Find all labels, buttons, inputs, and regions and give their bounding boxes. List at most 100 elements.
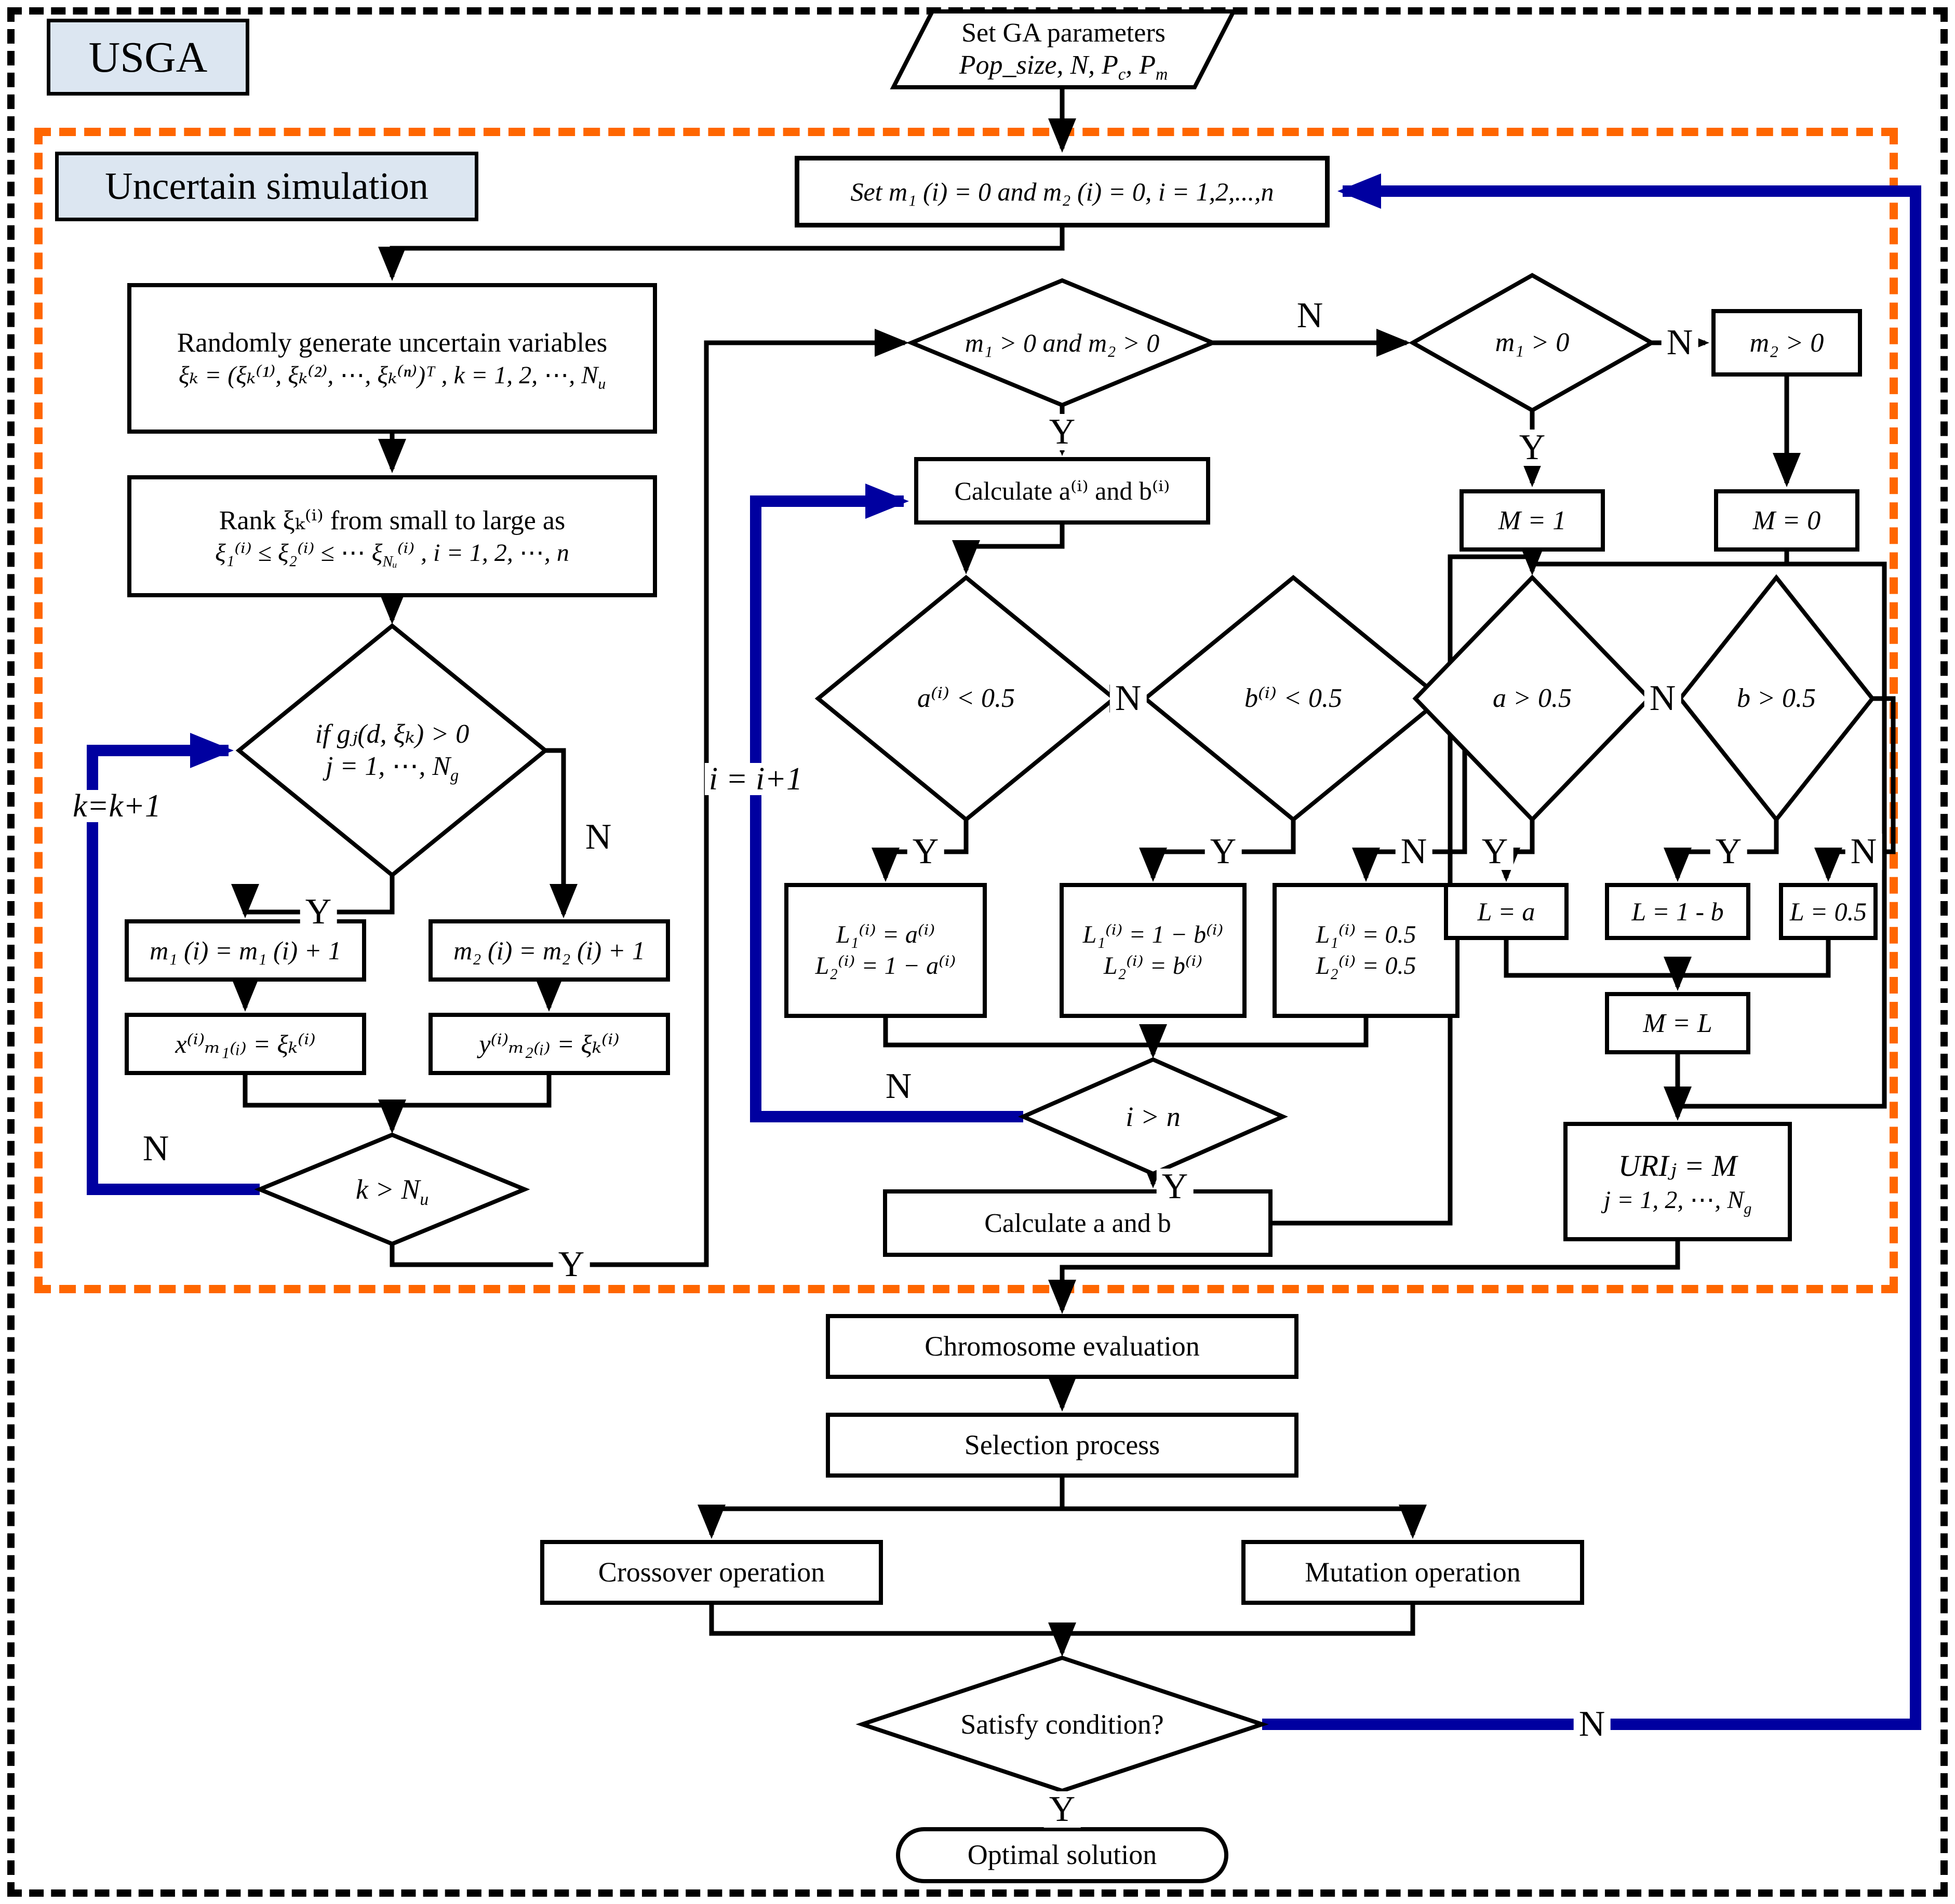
L-eq-1b-node: L = 1 - b <box>1605 883 1750 940</box>
L-eq-a-node: L = a <box>1444 883 1569 940</box>
rank-line2: ξ₁⁽ⁱ⁾ ≤ ξ₂⁽ⁱ⁾ ≤ ⋯ ξNᵤ⁽ⁱ⁾ , i = 1, 2, ⋯, … <box>215 539 569 570</box>
agt-no-tag: N <box>1644 680 1681 717</box>
outer-dashed-frame <box>7 7 1948 1897</box>
knu-yes-tag: Y <box>553 1246 590 1283</box>
alt-diamond-shape <box>814 574 1118 823</box>
m1m2-node: m₁ > 0 and m₂ > 0 <box>965 328 1160 357</box>
L-half-node: L₁⁽ⁱ⁾ = 0.5 L₂⁽ⁱ⁾ = 0.5 <box>1273 883 1459 1018</box>
edge-in-no-loop <box>750 484 1023 1122</box>
edge-setm-to-gen <box>378 227 1065 281</box>
alt-yes-tag: Y <box>907 834 944 870</box>
x-assign-node: x⁽ⁱ⁾ₘ₁₍ᵢ₎ = ξₖ⁽ⁱ⁾ <box>125 1013 366 1075</box>
calc-ab-node: Calculate a and b <box>883 1189 1273 1257</box>
edge-knu-yes <box>390 329 909 1267</box>
m1p-diamond-shape <box>1408 273 1656 413</box>
ifg-line2: j = 1, ⋯, Ng <box>325 752 459 785</box>
y-assign-node: y⁽ⁱ⁾ₘ₂₍ᵢ₎ = ξₖ⁽ⁱ⁾ <box>429 1013 670 1075</box>
uri-node: URIⱼ = M j = 1, 2, ⋯, Ng <box>1563 1122 1792 1241</box>
m1p-no-tag: N <box>1661 325 1698 361</box>
blt-no-tag: N <box>1395 834 1432 870</box>
bgt-no-tag: N <box>1845 834 1882 870</box>
in-yes-tag: Y <box>1156 1169 1194 1205</box>
m1m2-yes-tag: Y <box>1043 414 1081 450</box>
calc-abi-node: Calculate a⁽ⁱ⁾ and b⁽ⁱ⁾ <box>914 457 1210 525</box>
satisfy-diamond-shape <box>855 1655 1269 1793</box>
ifg-node: if gⱼ(d, ξₖ) > 0 j = 1, ⋯, Ng <box>262 686 522 815</box>
edge-URI-to-chromosome <box>1048 1241 1680 1314</box>
blt-diamond-shape <box>1142 574 1445 823</box>
uri-line1: URIⱼ = M <box>1618 1148 1737 1183</box>
blt-yes-tag: Y <box>1204 834 1242 870</box>
start-line1: Set GA parameters <box>961 18 1166 48</box>
usga-label-text: USGA <box>88 33 208 82</box>
m2p-node: m₂ > 0 <box>1711 309 1862 377</box>
satisfy-node: Satisfy condition? <box>960 1708 1164 1740</box>
ifg-no-tag: N <box>580 819 617 855</box>
bgt-diamond-shape <box>1677 574 1876 823</box>
start-line2: Pop_size, N, Pc, Pm <box>959 50 1168 84</box>
knu-text: k > Nu <box>355 1173 429 1209</box>
k-loop-label: k=k+1 <box>69 790 165 822</box>
mutation-node: Mutation operation <box>1241 1540 1584 1605</box>
agt-yes-tag: Y <box>1476 834 1514 870</box>
knu-diamond-shape <box>254 1132 530 1246</box>
i-loop-label: i = i+1 <box>704 763 807 795</box>
edge-bottom-merge <box>709 1605 1415 1636</box>
agt-node: a > 0.5 <box>1492 683 1572 713</box>
M-eq-L-node: M = L <box>1605 992 1750 1054</box>
m1p-yes-tag: Y <box>1514 430 1551 466</box>
knu-node: k > Nu <box>288 1148 496 1231</box>
generate-node: Randomly generate uncertain variables ξₖ… <box>127 283 657 434</box>
edge-cabi-to-alt <box>952 525 1065 574</box>
L-eq-half-node: L = 0.5 <box>1779 883 1878 940</box>
blt-node: b⁽ⁱ⁾ < 0.5 <box>1244 683 1343 713</box>
edge-M-merge <box>1530 552 1887 1109</box>
bgt-node: b > 0.5 <box>1736 683 1816 713</box>
usga-label: USGA <box>47 19 249 96</box>
satisfy-no-tag: N <box>1573 1706 1611 1742</box>
start-node: Set GA parameters Pop_size, N, Pc, Pm <box>893 12 1234 86</box>
edge-L-merge <box>883 1018 1369 1048</box>
setm-text: Set m₁ (i) = 0 and m₂ (i) = 0, i = 1,2,.… <box>850 177 1274 206</box>
edge-xy-merge <box>243 1075 552 1108</box>
ifg-line1: if gⱼ(d, ξₖ) > 0 <box>315 719 470 749</box>
ifg-diamond-shape <box>235 623 549 878</box>
setm-node: Set m₁ (i) = 0 and m₂ (i) = 0, i = 1,2,.… <box>795 156 1330 227</box>
bgt-yes-tag: Y <box>1710 834 1747 870</box>
m1m2-no-tag: N <box>1291 298 1329 334</box>
m1m2-diamond-shape <box>906 278 1218 408</box>
edge-knu-no-loop <box>87 733 260 1195</box>
uncertain-simulation-text: Uncertain simulation <box>105 165 429 208</box>
crossover-node: Crossover operation <box>540 1540 883 1605</box>
edge-selection-split <box>712 1478 1413 1511</box>
in-no-tag: N <box>880 1068 917 1105</box>
agt-diamond-shape <box>1412 574 1652 823</box>
L-b-node: L₁⁽ⁱ⁾ = 1 − b⁽ⁱ⁾ L₂⁽ⁱ⁾ = b⁽ⁱ⁾ <box>1060 883 1247 1018</box>
M-zero-node: M = 0 <box>1714 489 1859 552</box>
alt-node: a⁽ⁱ⁾ < 0.5 <box>917 683 1015 713</box>
optimal-node: Optimal solution <box>896 1827 1228 1883</box>
ifg-yes-tag: Y <box>300 894 337 930</box>
generate-line1: Randomly generate uncertain variables <box>177 327 608 358</box>
edge-bgt-no <box>1814 696 1896 882</box>
satisfy-yes-tag: Y <box>1043 1791 1081 1828</box>
generate-line2: ξₖ = (ξₖ⁽¹⁾, ξₖ⁽²⁾, ⋯, ξₖ⁽ⁿ⁾)ᵀ , k = 1, … <box>178 361 606 393</box>
rank-node: Rank ξₖ⁽ⁱ⁾ from small to large as ξ₁⁽ⁱ⁾ … <box>127 475 657 597</box>
edge-rightL-merge <box>1504 940 1831 978</box>
uncertain-simulation-label: Uncertain simulation <box>55 152 478 221</box>
m2-increment-node: m₂ (i) = m₂ (i) + 1 <box>429 919 670 982</box>
selection-node: Selection process <box>826 1413 1298 1478</box>
rank-line1: Rank ξₖ⁽ⁱ⁾ from small to large as <box>219 506 566 535</box>
start-parallelogram-shape <box>890 9 1237 89</box>
uri-line2: j = 1, 2, ⋯, Ng <box>1603 1186 1752 1217</box>
edge-ifg-no <box>545 748 578 918</box>
m1p-node: m₁ > 0 <box>1495 327 1570 357</box>
alt-no-tag: N <box>1109 680 1147 717</box>
chromosome-node: Chromosome evaluation <box>826 1314 1298 1379</box>
in-node: i > n <box>1126 1101 1181 1132</box>
L-a-node: L₁⁽ⁱ⁾ = a⁽ⁱ⁾ L₂⁽ⁱ⁾ = 1 − a⁽ⁱ⁾ <box>784 883 987 1018</box>
knu-no-tag: N <box>137 1131 175 1167</box>
in-diamond-shape <box>1018 1057 1288 1176</box>
